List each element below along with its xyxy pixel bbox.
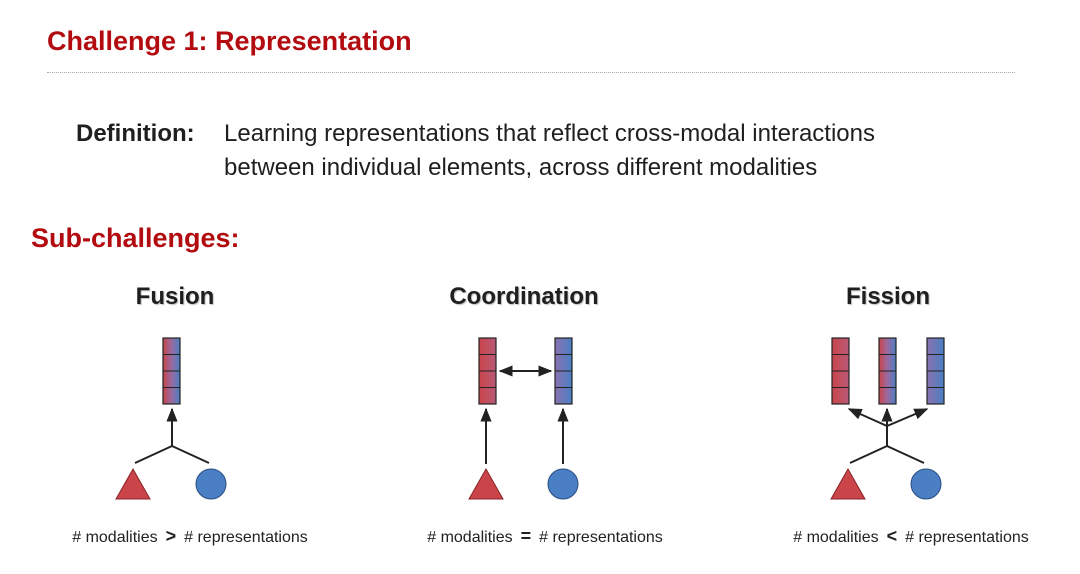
modality-circle-icon — [910, 468, 942, 500]
fusion-representation-vector — [162, 337, 181, 405]
caption-representations: # representations — [539, 529, 663, 546]
fission-branch-left — [849, 445, 888, 464]
fission-arrow-left — [847, 408, 888, 427]
caption-modalities: # modalities — [427, 529, 513, 546]
modality-triangle-icon — [468, 467, 504, 500]
caption-operator: = — [520, 526, 532, 546]
fission-vector-left — [831, 337, 850, 405]
fission-diagram — [830, 337, 945, 500]
fission-arrow-right — [886, 408, 929, 427]
fusion-branch-right — [171, 445, 210, 464]
caption-modalities: # modalities — [793, 529, 879, 546]
coordination-vector-blue — [554, 337, 573, 405]
slide-title: Challenge 1: Representation — [47, 26, 412, 56]
caption-operator: > — [165, 526, 177, 546]
caption-operator: < — [886, 526, 898, 546]
title-divider — [47, 72, 1015, 73]
caption-representations: # representations — [184, 529, 308, 546]
modality-triangle-icon — [830, 467, 866, 500]
fusion-title: Fusion — [135, 283, 215, 310]
definition-label: Definition: — [76, 120, 195, 147]
caption-representations: # representations — [905, 529, 1029, 546]
fission-vector-right — [926, 337, 945, 405]
fusion-caption: # modalities > # representations — [72, 526, 308, 547]
coordination-vector-red — [478, 337, 497, 405]
fission-caption: # modalities < # representations — [793, 526, 1029, 547]
fusion-branch-left — [134, 445, 173, 464]
coordination-title: Coordination — [449, 283, 599, 310]
fission-vector-middle — [878, 337, 897, 405]
modality-triangle-icon — [115, 467, 151, 500]
fission-title: Fission — [845, 283, 931, 310]
fusion-diagram — [115, 337, 227, 500]
definition-text-line-2: between individual elements, across diff… — [224, 154, 818, 181]
modality-circle-icon — [547, 468, 579, 500]
coordination-diagram — [468, 337, 579, 500]
coordination-caption: # modalities = # representations — [427, 526, 663, 547]
modality-circle-icon — [195, 468, 227, 500]
subchallenges-heading: Sub-challenges: — [31, 223, 240, 253]
caption-modalities: # modalities — [72, 529, 158, 546]
definition-text-line-1: Learning representations that reflect cr… — [224, 120, 875, 147]
fission-branch-right — [886, 445, 925, 464]
